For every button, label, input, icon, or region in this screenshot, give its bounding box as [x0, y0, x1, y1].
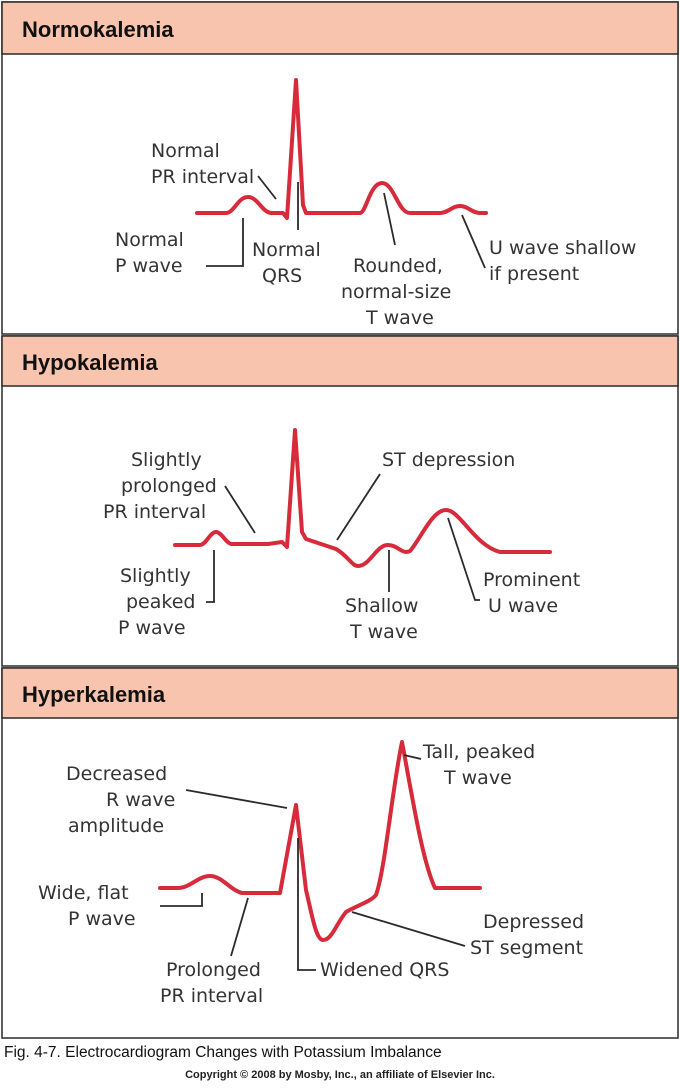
hypokalemia-u-label-line1: Prominent	[483, 569, 580, 591]
hyperkalemia-qrs-label: Widened QRS	[320, 959, 449, 981]
panel-hypokalemia-title: Hypokalemia	[22, 350, 158, 375]
hypokalemia-pr-label-line1: Slightly	[131, 449, 202, 471]
figure-caption: Fig. 4-7. Electrocardiogram Changes with…	[4, 1044, 442, 1061]
panel-hyperkalemia-header	[1, 667, 679, 719]
hypokalemia-p-label-line3: P wave	[118, 617, 186, 639]
hypokalemia-p-label-line1: Slightly	[120, 565, 191, 587]
normokalemia-p-label-line1: Normal	[115, 229, 184, 251]
copyright-notice: Copyright © 2008 by Mosby, Inc., an affi…	[185, 1069, 495, 1081]
normokalemia-u-leader	[461, 214, 486, 269]
normokalemia-p-label-line2: P wave	[115, 255, 183, 277]
hyperkalemia-st-leader	[351, 911, 466, 947]
panel-hyperkalemia-box	[1, 667, 679, 1039]
normokalemia-ecg-trace	[195, 78, 488, 220]
hypokalemia-pr-label-line3: PR interval	[103, 501, 206, 523]
hypokalemia-t-label-line2: T wave	[349, 621, 418, 643]
normokalemia-t-label-line2: normal-size	[341, 281, 451, 303]
hyperkalemia-ecg-trace	[158, 740, 482, 942]
hyperkalemia-t-label-line2: T wave	[443, 767, 512, 789]
hypokalemia-p-label-line2: peaked	[126, 591, 195, 613]
hypokalemia-u-label-line2: U wave	[488, 595, 558, 617]
hypokalemia-st-leader	[336, 473, 381, 541]
hyperkalemia-st-label-line2: ST segment	[470, 937, 583, 959]
hyperkalemia-r-leader	[185, 789, 288, 809]
normokalemia-pr-label-line1: Normal	[151, 140, 220, 162]
normokalemia-p-leader	[206, 218, 244, 267]
hyperkalemia-t-label-line1: Tall, peaked	[422, 741, 535, 763]
normokalemia-u-label-line2: if present	[489, 263, 579, 285]
normokalemia-u-label-line1: U wave shallow	[489, 237, 636, 259]
panel-normokalemia: Normokalemia Normal PR interval Normal P…	[1, 1, 679, 335]
panel-normokalemia-header	[1, 1, 679, 55]
hypokalemia-p-leader	[206, 550, 215, 603]
hypokalemia-ecg-trace	[173, 428, 552, 568]
panel-hyperkalemia-title: Hyperkalemia	[22, 682, 166, 707]
normokalemia-t-leader	[383, 192, 396, 246]
hyperkalemia-pr-label-line1: Prolonged	[166, 959, 261, 981]
panel-hypokalemia-box	[1, 335, 679, 667]
hypokalemia-t-label-line1: Shallow	[345, 595, 418, 617]
hypokalemia-pr-leader	[224, 485, 256, 534]
hyperkalemia-p-leader	[160, 893, 203, 907]
hypokalemia-st-label: ST depression	[382, 449, 515, 471]
normokalemia-pr-label-line2: PR interval	[151, 166, 254, 188]
panel-hyperkalemia: Hyperkalemia Decreased R wave amplitude …	[1, 667, 679, 1039]
normokalemia-t-label-line3: T wave	[365, 307, 434, 329]
hyperkalemia-qrs-leader	[297, 838, 316, 971]
hypokalemia-pr-label-line2: prolonged	[121, 475, 217, 497]
panel-normokalemia-title: Normokalemia	[22, 17, 174, 42]
panel-normokalemia-box	[1, 1, 679, 335]
hyperkalemia-r-label-line1: Decreased	[66, 763, 167, 785]
hyperkalemia-r-label-line3: amplitude	[68, 815, 164, 837]
normokalemia-t-label-line1: Rounded,	[353, 255, 443, 277]
hypokalemia-u-leader	[447, 517, 480, 601]
hyperkalemia-pr-label-line2: PR interval	[160, 985, 263, 1007]
panel-hypokalemia-header	[1, 335, 679, 387]
panel-hypokalemia: Hypokalemia Slightly prolonged PR interv…	[1, 335, 679, 667]
normokalemia-qrs-label-line1: Normal	[252, 239, 321, 261]
hyperkalemia-t-leader	[403, 754, 422, 760]
hyperkalemia-r-label-line2: R wave	[106, 789, 175, 811]
hyperkalemia-st-label-line1: Depressed	[483, 911, 584, 933]
normokalemia-pr-leader	[257, 175, 277, 200]
hyperkalemia-pr-leader	[230, 897, 249, 957]
hyperkalemia-p-label-line1: Wide, flat	[38, 882, 129, 904]
normokalemia-qrs-label-line2: QRS	[262, 265, 302, 287]
hyperkalemia-p-label-line2: P wave	[68, 908, 136, 930]
